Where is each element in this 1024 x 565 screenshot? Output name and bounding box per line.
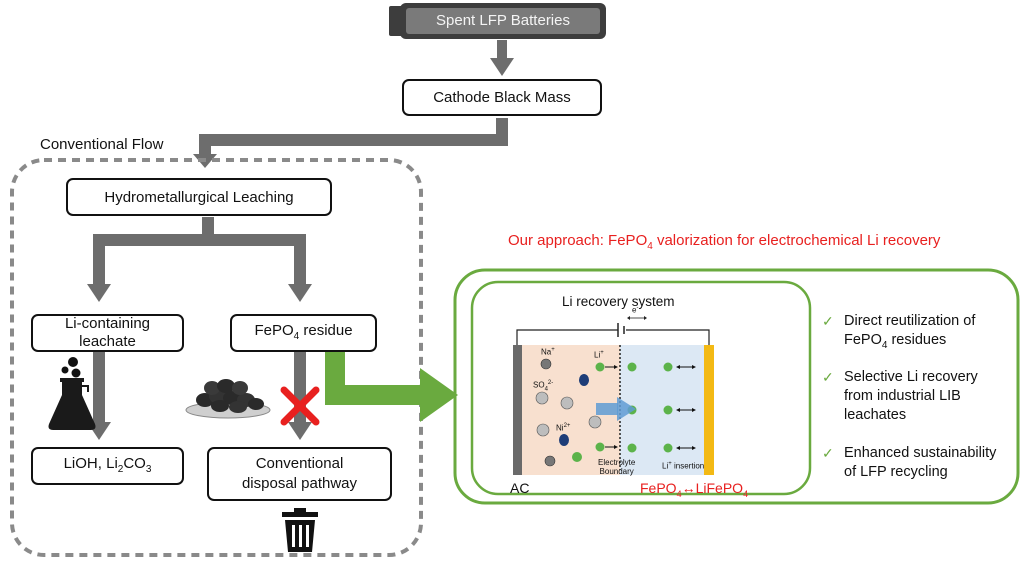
check-icon: ✓ [822,369,834,385]
lioh-li2co3-label: LiOH, Li2CO3 [63,454,152,475]
li-leachate-line1: Li-containing [64,315,151,332]
trash-icon [282,508,318,552]
ac-electrode [513,345,522,475]
disposal-line2: disposal pathway [241,475,358,492]
cathode-black-mass-box: Cathode Black Mass [402,79,602,116]
approach-container [453,268,1020,505]
conventional-flow-label: Conventional Flow [40,136,164,153]
electrochemical-cell [513,316,714,475]
fepo4-residue-label: FePO4 residue [254,321,353,342]
benefit-item-1: ✓ Direct reutilization of FePO4 residues [822,312,1022,355]
li-recovery-system-title: Li recovery system [562,294,675,309]
flask-icon [48,357,96,430]
fepo4-residue-pile-icon [185,379,271,419]
conventional-flow-container [10,158,423,557]
benefit-item-2: ✓ Selective Li recovery from industrial … [822,369,978,423]
conventional-disposal-box: Conventional disposal pathway [207,447,392,501]
ni-ion-label: Ni2+ [556,423,571,433]
li-recovery-system-box [470,280,812,496]
check-icon: ✓ [822,313,834,329]
na-ion-label: Na+ [541,347,555,357]
electron-label: e- [632,305,639,315]
li-containing-leachate-box: Li-containing leachate [31,314,184,352]
lioh-li2co3-box: LiOH, Li2CO3 [31,447,184,485]
so4-ion-label: SO42- [533,380,554,393]
battery-icon [389,3,606,39]
li-ion-label: Li+ [594,350,604,360]
fepo4-electrode [704,345,714,475]
cathode-black-mass-label: Cathode Black Mass [433,89,571,106]
li-leachate-line2: leachate [79,333,136,350]
arrow-battery-to-blackmass [490,40,514,76]
benefit-item-3: ✓ Enhanced sustainability of LFP recycli… [822,445,997,480]
hydrometallurgical-leaching-label: Hydrometallurgical Leaching [104,188,294,206]
ac-label: AC [510,480,530,496]
reaction-label: FePO4↔LiFePO4 [640,480,749,499]
electrolyte-boundary-label: Electrolyte Boundary [598,458,636,476]
arrow-blackmass-to-leaching [193,118,508,168]
approach-title: Our approach: FePO4 valorization for ele… [508,232,941,252]
fepo4-residue-box: FePO4 residue [230,314,377,352]
arrow-leaching-branch [87,217,312,302]
li-insertion-label: Li+ insertion [662,461,705,471]
disposal-line1: Conventional [255,455,344,472]
check-icon: ✓ [822,445,834,461]
hydrometallurgical-leaching-box: Hydrometallurgical Leaching [66,178,332,216]
battery-label: Spent LFP Batteries [436,12,570,29]
red-x-icon [280,386,320,426]
green-approach-arrow [325,350,458,422]
